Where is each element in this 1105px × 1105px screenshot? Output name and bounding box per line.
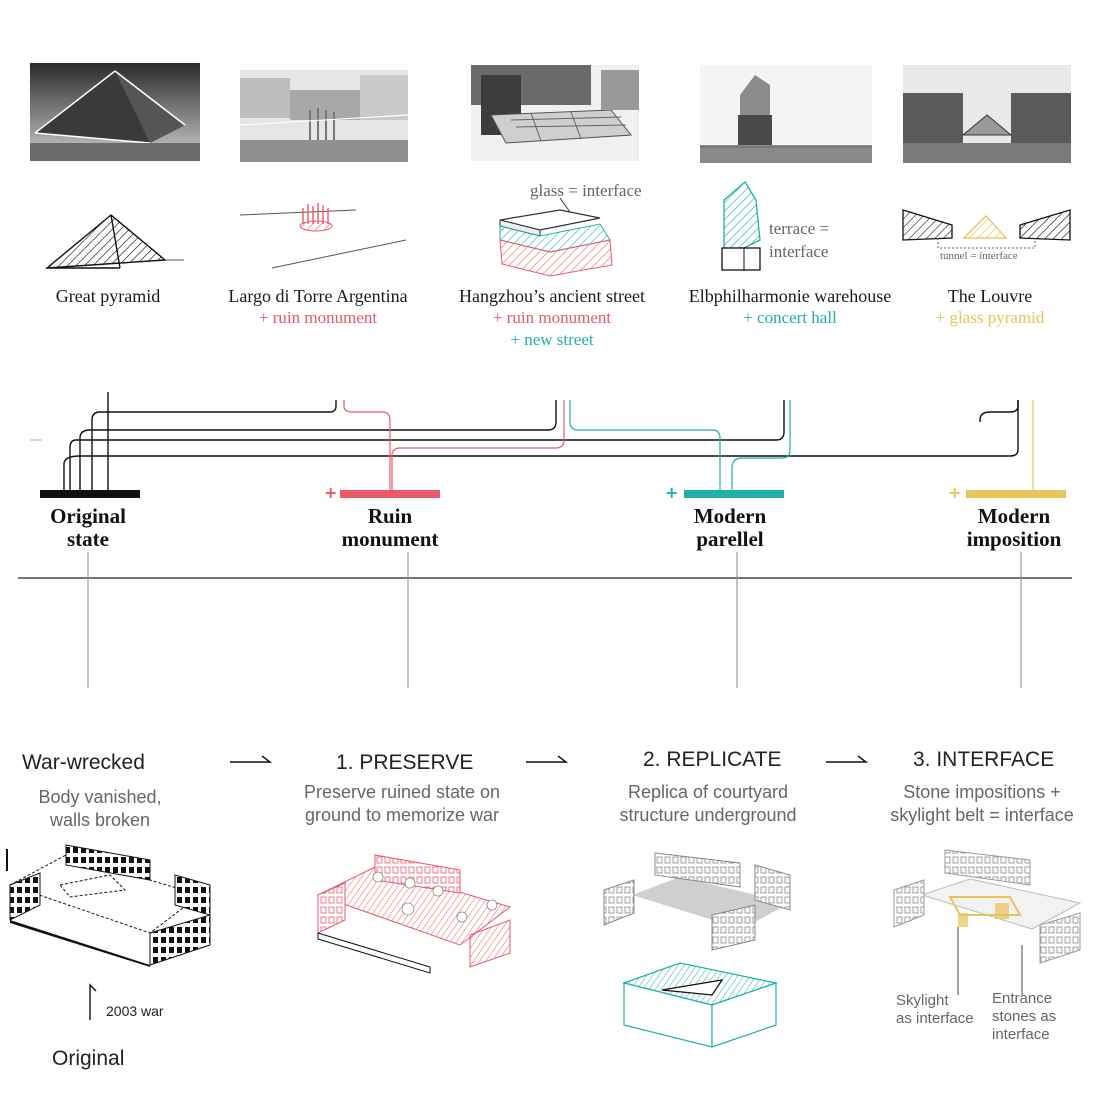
plus-modern-parallel: + — [665, 483, 679, 502]
sketch-hangzhou — [499, 197, 613, 277]
category-label-ruin: Ruin monument — [310, 505, 470, 551]
category-label-ruin-line1: Ruin — [367, 504, 413, 528]
label-terrace-interface-2: interface — [769, 242, 829, 261]
annotation-skylight-line1: Skylight — [896, 992, 949, 1009]
photo-hangzhou-street — [471, 65, 639, 161]
annotation-entrance: Entrance stones as interface — [992, 990, 1056, 1044]
case-sketches — [44, 181, 1071, 277]
step-desc-interface-line2: skylight belt = interface — [890, 805, 1074, 825]
case-title-great-pyramid: Great pyramid — [55, 286, 161, 306]
label-original: Original — [52, 1047, 125, 1070]
label-terrace-interface-1: terrace = — [769, 219, 830, 238]
category-bar-modern-imposition — [966, 490, 1066, 498]
step-desc-interface-line1: Stone impositions + — [903, 782, 1061, 802]
category-bar-modern-parallel — [684, 490, 784, 498]
annotation-entrance-line1: Entrance — [992, 990, 1053, 1007]
connector-lines — [30, 392, 1034, 492]
step-desc-preserve: Preserve ruined state on ground to memor… — [282, 781, 522, 827]
sketch-elbphilharmonie — [721, 181, 761, 271]
annotation-2003-war: 2003 war — [106, 1003, 164, 1019]
category-label-ruin-line2: monument — [341, 527, 439, 551]
timeline — [18, 552, 1072, 688]
step-desc-preserve-line1: Preserve ruined state on — [303, 782, 501, 802]
annotation-entrance-line3: interface — [992, 1026, 1050, 1043]
category-bar-original — [40, 490, 140, 498]
axo-preserve — [316, 854, 512, 974]
category-label-modern-imposition-line2: imposition — [966, 527, 1062, 551]
photo-elbphilharmonie — [700, 65, 872, 163]
case-add-largo-ruin: + ruin monument — [258, 308, 378, 327]
sketch-pyramid — [44, 214, 184, 269]
category-label-original-line2: state — [67, 527, 109, 551]
arrow-right-icon — [230, 755, 272, 763]
category-label-modern-parallel-line1: Modern — [693, 504, 767, 528]
step-desc-war-wrecked-line2: walls broken — [49, 810, 151, 830]
step-desc-war-wrecked-line1: Body vanished, — [38, 787, 162, 807]
axonometric-drawings — [6, 844, 1082, 1048]
category-label-modern-imposition-line1: Modern — [977, 504, 1051, 528]
annotation-skylight: Skylight as interface — [896, 992, 974, 1028]
annotation-entrance-line2: stones as — [992, 1008, 1057, 1025]
plus-ruin: + — [324, 483, 338, 502]
case-title-largo: Largo di Torre Argentina — [228, 286, 408, 306]
sketch-largo — [239, 203, 407, 269]
arrow-right-icon — [526, 755, 568, 763]
case-title-elbphilharmonie: Elbphilharmonie warehouse — [688, 286, 892, 306]
category-label-modern-imposition: Modern imposition — [934, 505, 1094, 551]
case-title-hangzhou: Hangzhou’s ancient street — [459, 286, 645, 306]
category-bar-ruin — [340, 490, 440, 498]
label-tunnel-interface: tunnel = interface — [940, 250, 1018, 262]
case-add-hangzhou-street: + new street — [510, 330, 594, 349]
step-desc-replicate-line1: Replica of courtyard — [627, 782, 789, 802]
axo-war-wrecked — [6, 844, 211, 967]
annotation-skylight-line2: as interface — [896, 1010, 974, 1027]
axo-replicate — [603, 852, 791, 1048]
sketch-louvre — [902, 209, 1071, 249]
step-title-war-wrecked: War-wrecked — [22, 751, 145, 774]
step-desc-replicate: Replica of courtyard structure undergrou… — [588, 781, 828, 827]
step-title-interface: 3. INTERFACE — [913, 748, 1055, 771]
case-title-louvre: The Louvre — [947, 286, 1033, 306]
step-title-preserve: 1. PRESERVE — [336, 751, 474, 774]
case-add-louvre-pyramid: + glass pyramid — [935, 308, 1045, 327]
arrow-up-icon — [89, 983, 97, 1020]
axo-interface — [893, 849, 1082, 995]
photo-great-pyramid — [30, 63, 200, 161]
case-add-elbphilharmonie-hall: + concert hall — [743, 308, 837, 327]
step-desc-preserve-line2: ground to memorize war — [304, 805, 500, 825]
step-desc-replicate-line2: structure underground — [619, 805, 797, 825]
arrow-right-icon — [826, 755, 868, 763]
category-label-modern-parallel: Modern parellel — [650, 505, 810, 551]
photo-louvre — [903, 65, 1071, 163]
category-label-original-line1: Original — [50, 504, 126, 528]
label-glass-interface: glass = interface — [530, 181, 642, 200]
step-desc-war-wrecked: Body vanished, walls broken — [10, 786, 190, 832]
step-desc-interface: Stone impositions + skylight belt = inte… — [866, 781, 1098, 827]
photo-largo-torre-argentina — [240, 70, 408, 162]
category-label-original: Original state — [10, 505, 166, 551]
step-title-replicate: 2. REPLICATE — [643, 748, 782, 771]
case-add-hangzhou-ruin: + ruin monument — [492, 308, 612, 327]
plus-modern-imposition: + — [948, 483, 962, 502]
category-label-modern-parallel-line2: parellel — [696, 527, 764, 551]
